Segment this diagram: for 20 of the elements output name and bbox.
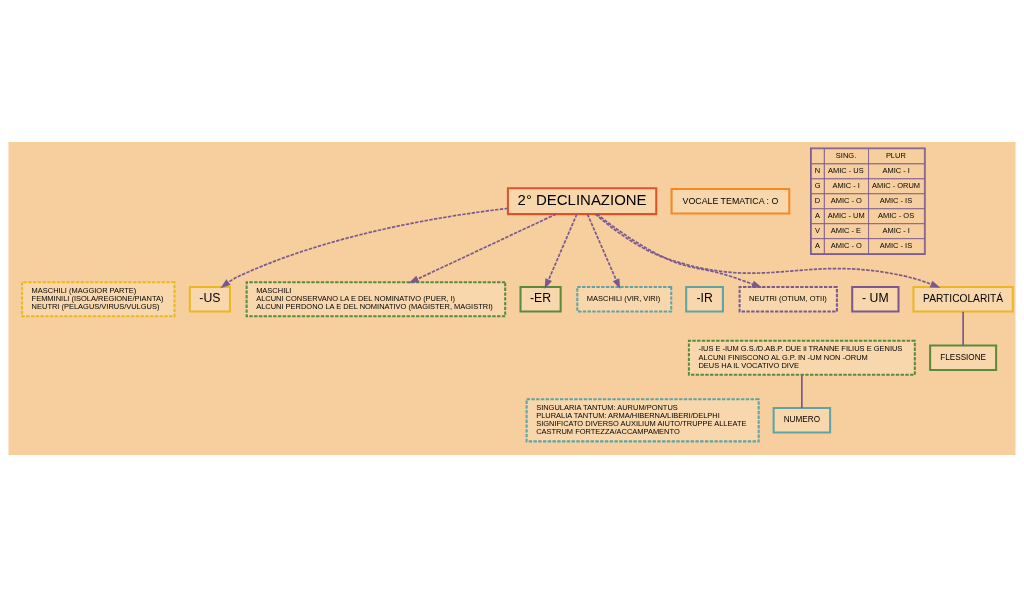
label: AMIC - E: [830, 225, 862, 235]
label: AMIC - O: [830, 240, 862, 250]
label: AMIC - IS: [879, 240, 913, 250]
label: PLUR: [885, 150, 906, 160]
label: AMIC - UM: [827, 210, 865, 220]
label: AMIC - I: [882, 225, 910, 235]
label: AMIC - ORUM: [871, 180, 921, 190]
label: AMIC - IS: [879, 195, 913, 205]
label: A: [815, 240, 821, 250]
label: V: [815, 225, 821, 235]
label: G: [814, 180, 821, 190]
label: AMIC - OS: [878, 210, 915, 220]
label: AMIC - I: [882, 165, 910, 175]
label: AMIC - O: [830, 195, 862, 205]
label: D: [814, 195, 821, 205]
label: AMIC - US: [828, 165, 864, 175]
label: SING.: [835, 150, 857, 160]
label: AMIC - I: [832, 180, 860, 190]
label: A: [815, 210, 821, 220]
label: N: [814, 165, 821, 175]
